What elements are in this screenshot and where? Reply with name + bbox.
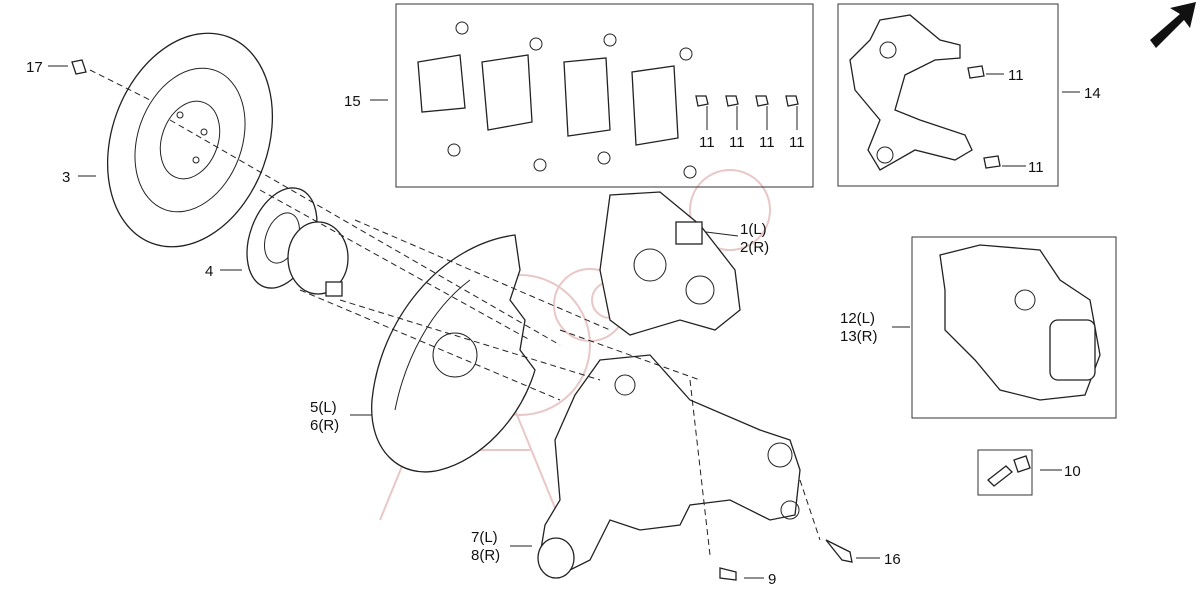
- brake-disc: [106, 32, 274, 248]
- callouts: 17 3 4 15 5(L) 6(R) 7(L) 8(R) 1(L) 2(R) …: [26, 59, 1101, 588]
- callout-11: 11: [789, 134, 805, 151]
- leader-lines: [48, 65, 1080, 579]
- bolt-9: [719, 567, 737, 581]
- callout-1: 1(L): [740, 221, 767, 238]
- steering-knuckle: [537, 354, 801, 579]
- callout-4: 4: [205, 263, 213, 280]
- callout-13: 13(R): [840, 328, 878, 345]
- callout-11: 11: [729, 134, 745, 151]
- callout-6: 6(R): [310, 417, 339, 434]
- callout-11: 11: [699, 134, 715, 151]
- callout-16: 16: [884, 551, 901, 568]
- callout-9: 9: [768, 571, 776, 588]
- callout-12: 12(L): [840, 310, 875, 327]
- wheel-hub: [246, 187, 349, 297]
- bolts-row: [695, 95, 799, 130]
- arrow-up-right-icon: [1150, 2, 1196, 48]
- callout-2: 2(R): [740, 239, 769, 256]
- callout-5: 5(L): [310, 399, 337, 416]
- caliper-bracket-box: [837, 3, 1059, 187]
- brake-pad-kit-box: [395, 3, 814, 188]
- bolt-17: [71, 59, 87, 75]
- callout-15: 15: [344, 93, 361, 110]
- callout-7: 7(L): [471, 529, 498, 546]
- callout-8: 8(R): [471, 547, 500, 564]
- dust-shield: [371, 234, 536, 473]
- callout-17: 17: [26, 59, 43, 76]
- bolt-16: [825, 539, 853, 563]
- assembly-lines: [89, 69, 821, 556]
- callout-10: 10: [1064, 463, 1081, 480]
- callout-11: 11: [1008, 67, 1024, 84]
- callout-11: 11: [1028, 159, 1044, 176]
- callout-11: 11: [759, 134, 775, 151]
- bleed-screw-box: [977, 449, 1033, 496]
- callout-14: 14: [1084, 85, 1101, 102]
- electric-caliper-box: [911, 236, 1117, 419]
- brake-caliper: [599, 191, 741, 336]
- callout-3: 3: [62, 169, 70, 186]
